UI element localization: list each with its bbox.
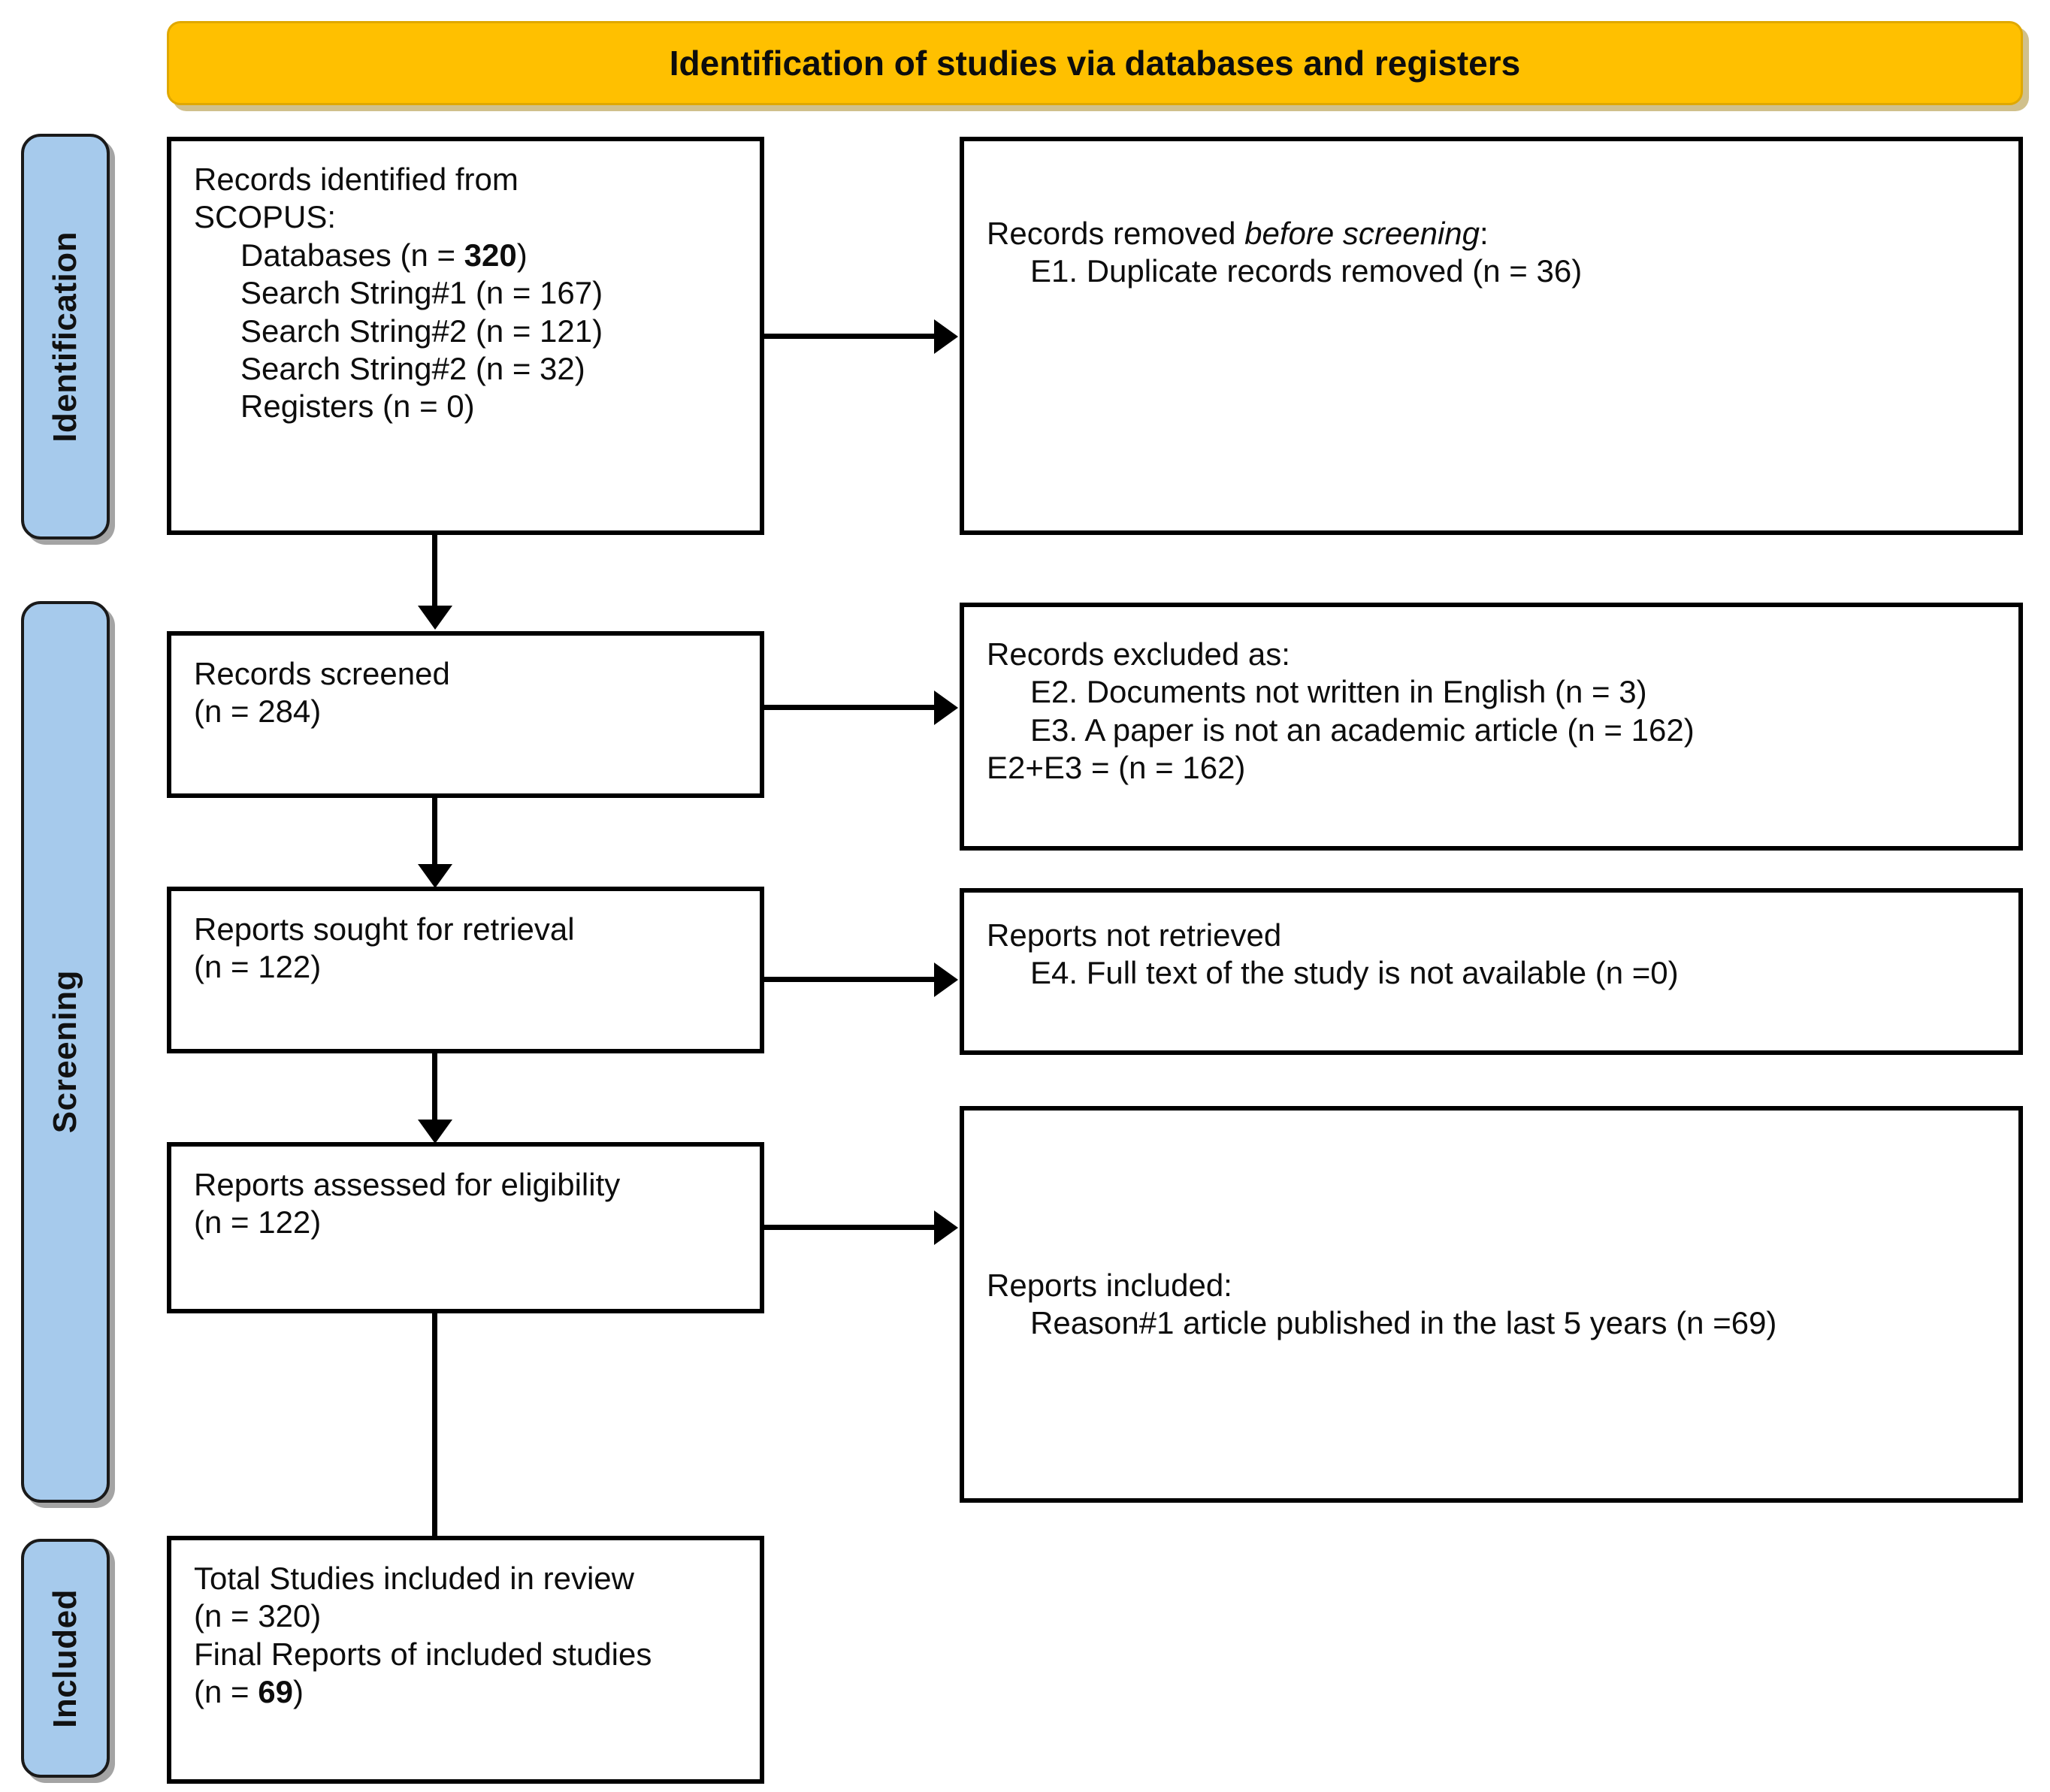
records-identified-line-1: Records identified from <box>194 162 519 197</box>
total-included-line-4: (n = 69) <box>194 1673 740 1711</box>
records-excluded-e2e3: E2+E3 = (n = 162) <box>987 750 1246 786</box>
stage-label-screening: Screening <box>47 970 83 1134</box>
reports-sought-box: Reports sought for retrieval (n = 122) <box>167 887 764 1053</box>
diagram-header-banner: Identification of studies via databases … <box>167 21 2023 105</box>
arrow-sought-to-not-retrieved <box>764 962 958 997</box>
records-identified-registers: Registers (n = 0) <box>240 388 475 425</box>
records-screened-line-1: Records screened <box>194 656 450 691</box>
stage-label-identification: Identification <box>47 231 83 443</box>
databases-paren: ) <box>516 237 528 273</box>
stage-pill-identification: Identification <box>21 134 110 539</box>
arrow-sought-to-assessed <box>417 1053 452 1144</box>
records-removed-italic: before screening <box>1244 216 1480 251</box>
records-identified-search2a: Search String#2 (n = 121) <box>240 313 603 349</box>
banner-title: Identification of studies via databases … <box>669 44 1521 83</box>
records-identified-search2b: Search String#2 (n = 32) <box>240 350 585 386</box>
records-excluded-line-1: Records excluded as: <box>987 636 1290 672</box>
arrow-assessed-to-total-included <box>417 1313 452 1561</box>
arrowhead-right-icon <box>934 1210 958 1245</box>
arrow-screened-to-sought <box>417 798 452 888</box>
reports-assessed-box: Reports assessed for eligibility (n = 12… <box>167 1142 764 1313</box>
reports-included-reason1: Reason#1 article published in the last 5… <box>1030 1305 1777 1341</box>
stage-pill-screening: Screening <box>21 601 110 1503</box>
reports-not-retrieved-line-1: Reports not retrieved <box>987 917 1282 953</box>
arrowhead-right-icon <box>934 319 958 354</box>
arrowhead-right-icon <box>934 690 958 725</box>
reports-sought-line-2: (n = 122) <box>194 949 322 985</box>
databases-count: 320 <box>464 237 517 273</box>
reports-not-retrieved-e4: E4. Full text of the study is not availa… <box>1030 955 1679 991</box>
records-removed-line-1: Records removed before screening: <box>987 215 1999 252</box>
arrowhead-down-icon <box>417 606 452 630</box>
records-removed-prefix: Records removed <box>987 216 1245 251</box>
total-studies-included-box: Total Studies included in review (n = 32… <box>167 1536 764 1784</box>
final-reports-prefix: (n = <box>194 1674 259 1710</box>
total-included-line-1: Total Studies included in review <box>194 1561 634 1596</box>
records-identified-databases: Databases (n = 320) <box>194 237 740 274</box>
databases-label: Databases (n = <box>240 237 464 273</box>
records-removed-e1: E1. Duplicate records removed (n = 36) <box>1030 253 1583 289</box>
records-excluded-e2: E2. Documents not written in English (n … <box>1030 674 1647 710</box>
arrow-assessed-to-included <box>764 1210 958 1245</box>
records-removed-colon: : <box>1480 216 1489 251</box>
reports-assessed-line-1: Reports assessed for eligibility <box>194 1167 621 1202</box>
records-identified-box: Records identified from SCOPUS: Database… <box>167 137 764 535</box>
records-identified-line-2: SCOPUS: <box>194 199 337 235</box>
records-excluded-e3: E3. A paper is not an academic article (… <box>1030 712 1695 748</box>
total-included-line-2: (n = 320) <box>194 1598 322 1634</box>
total-included-line-3: Final Reports of included studies <box>194 1636 652 1672</box>
records-screened-line-2: (n = 284) <box>194 694 322 730</box>
records-removed-box: Records removed before screening: E1. Du… <box>960 137 2023 535</box>
reports-not-retrieved-box: Reports not retrieved E4. Full text of t… <box>960 888 2023 1055</box>
stage-label-included: Included <box>47 1588 83 1728</box>
arrow-identified-to-removed <box>764 319 958 354</box>
records-identified-search1: Search String#1 (n = 167) <box>240 275 603 311</box>
arrow-identified-to-screened <box>417 535 452 630</box>
reports-sought-line-1: Reports sought for retrieval <box>194 911 575 947</box>
records-screened-box: Records screened (n = 284) <box>167 631 764 798</box>
stage-pill-included: Included <box>21 1539 110 1778</box>
records-excluded-box: Records excluded as: E2. Documents not w… <box>960 603 2023 851</box>
arrow-screened-to-excluded <box>764 690 958 725</box>
arrowhead-down-icon <box>417 1120 452 1144</box>
reports-included-box: Reports included: Reason#1 article publi… <box>960 1106 2023 1503</box>
final-reports-count: 69 <box>258 1674 293 1710</box>
reports-included-line-1: Reports included: <box>987 1268 1232 1303</box>
arrowhead-right-icon <box>934 962 958 997</box>
arrowhead-down-icon <box>417 864 452 888</box>
final-reports-paren: ) <box>292 1674 304 1710</box>
reports-assessed-line-2: (n = 122) <box>194 1204 322 1240</box>
